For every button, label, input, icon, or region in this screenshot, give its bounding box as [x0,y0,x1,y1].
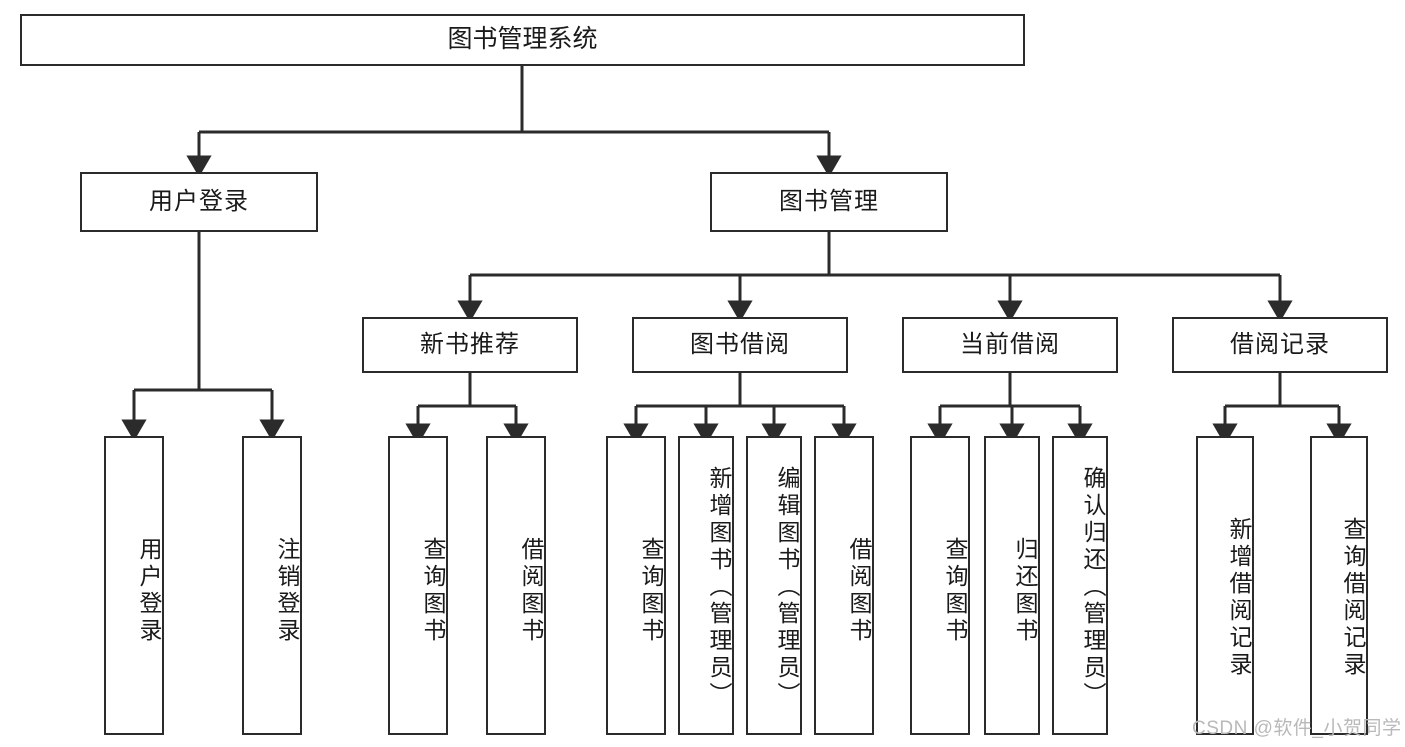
node-leaf-add-book-admin-label: 新增图书（管理员） [706,466,732,709]
node-user-login[interactable]: 用户登录 [80,172,318,232]
node-current-borrow[interactable]: 当前借阅 [902,317,1118,373]
node-leaf-logout[interactable]: 注销登录 [242,436,302,735]
node-borrow-record-label: 借阅记录 [1230,330,1330,358]
node-leaf-borrow-book-recommend-label: 借阅图书 [518,536,544,645]
node-leaf-borrow-book[interactable]: 借阅图书 [814,436,874,735]
node-leaf-logout-label: 注销登录 [274,536,300,645]
node-leaf-borrow-book-label: 借阅图书 [846,536,872,645]
watermark: CSDN @软件_小贺同学 [1192,718,1402,739]
node-leaf-add-book-admin[interactable]: 新增图书（管理员） [678,436,734,735]
node-new-book-recommend[interactable]: 新书推荐 [362,317,578,373]
node-book-management[interactable]: 图书管理 [710,172,948,232]
node-leaf-query-book-recommend[interactable]: 查询图书 [388,436,448,735]
node-leaf-edit-book-admin-label: 编辑图书（管理员） [774,466,800,709]
node-book-management-label: 图书管理 [779,187,879,215]
node-leaf-borrow-book-recommend[interactable]: 借阅图书 [486,436,546,735]
node-user-login-label: 用户登录 [149,187,249,215]
node-leaf-add-borrow-record[interactable]: 新增借阅记录 [1196,436,1254,735]
node-book-borrow-label: 图书借阅 [690,330,790,358]
node-root-label: 图书管理系统 [447,25,598,54]
node-leaf-query-borrow-record-label: 查询借阅记录 [1340,516,1366,679]
node-current-borrow-label: 当前借阅 [960,330,1060,358]
node-leaf-query-book-borrow-label: 查询图书 [638,536,664,645]
node-leaf-edit-book-admin[interactable]: 编辑图书（管理员） [746,436,802,735]
node-leaf-confirm-return-admin[interactable]: 确认归还（管理员） [1052,436,1108,735]
node-leaf-user-login[interactable]: 用户登录 [104,436,164,735]
node-root[interactable]: 图书管理系统 [20,14,1025,66]
node-borrow-record[interactable]: 借阅记录 [1172,317,1388,373]
node-leaf-query-book-current-label: 查询图书 [942,536,968,645]
node-leaf-query-book-current[interactable]: 查询图书 [910,436,970,735]
node-leaf-query-borrow-record[interactable]: 查询借阅记录 [1310,436,1368,735]
node-leaf-confirm-return-admin-label: 确认归还（管理员） [1080,466,1106,709]
node-leaf-user-login-label: 用户登录 [136,536,162,645]
node-leaf-return-book-label: 归还图书 [1012,536,1038,645]
node-leaf-query-book-recommend-label: 查询图书 [420,536,446,645]
node-leaf-return-book[interactable]: 归还图书 [984,436,1040,735]
node-leaf-add-borrow-record-label: 新增借阅记录 [1226,516,1252,679]
node-new-book-recommend-label: 新书推荐 [420,330,520,358]
node-book-borrow[interactable]: 图书借阅 [632,317,848,373]
node-leaf-query-book-borrow[interactable]: 查询图书 [606,436,666,735]
